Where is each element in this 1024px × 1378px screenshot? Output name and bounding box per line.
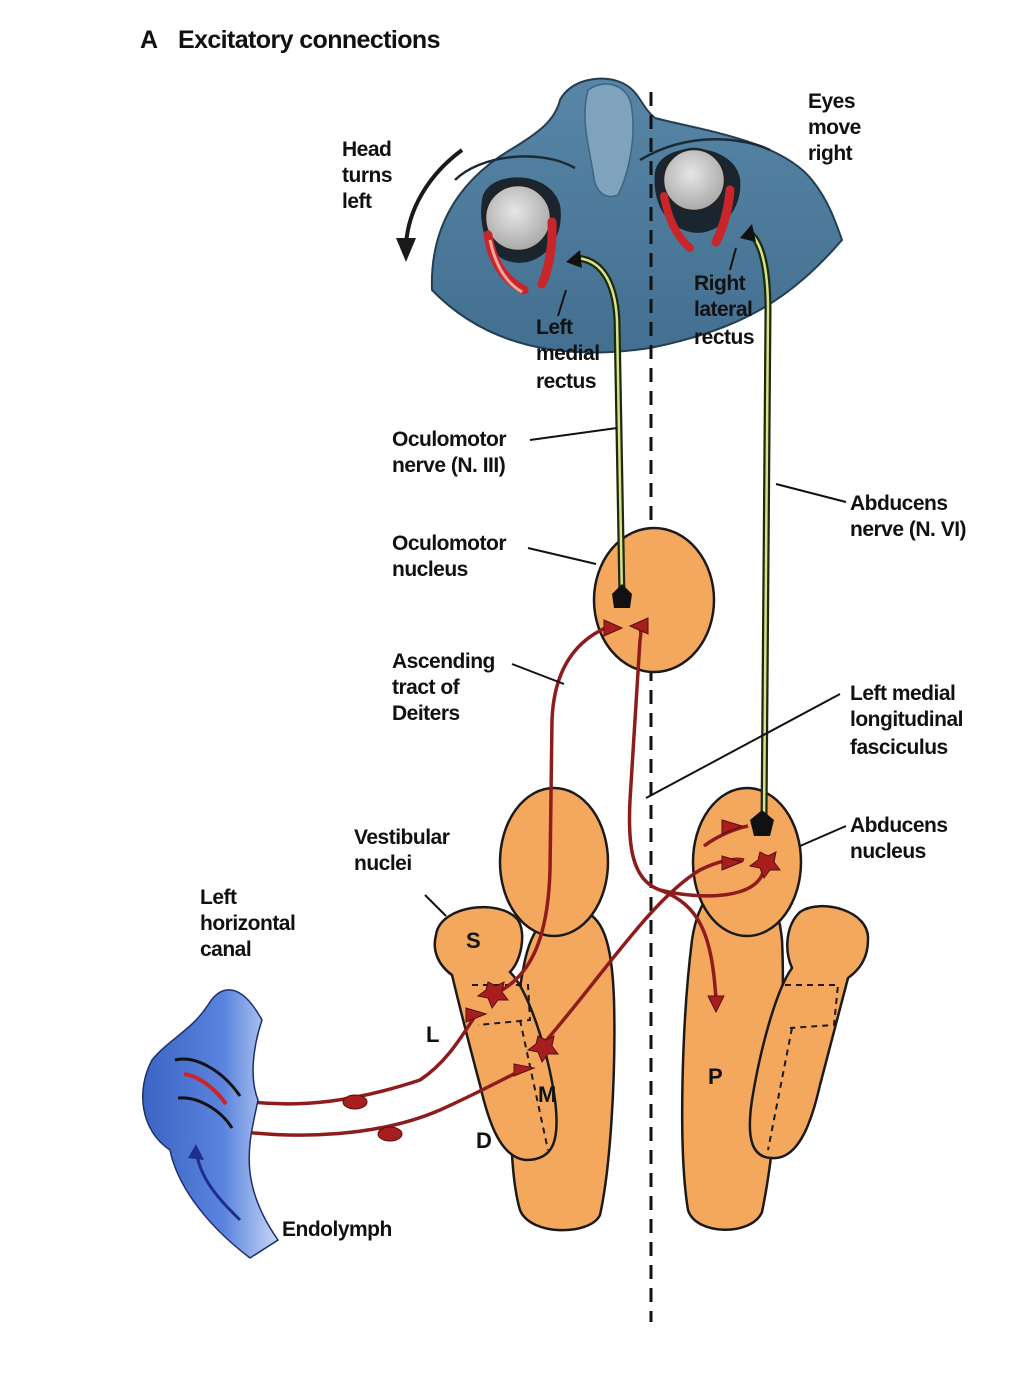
svg-text:horizontal: horizontal [200,912,295,935]
svg-text:tract of: tract of [392,676,461,699]
label-left-horizontal-canal: Left horizontal canal [200,886,296,961]
label-left-medial-rectus: Left medial rectus [536,316,600,393]
canal-afferent-lower [227,1066,527,1137]
svg-text:Right: Right [694,272,746,295]
nose-shape [584,83,634,198]
svg-text:canal: canal [200,938,251,961]
svg-text:right: right [808,142,853,165]
lateral-nucleus-neuron [476,981,509,1010]
label-nucleus-m: M [538,1082,556,1107]
medial-nucleus-neuron [526,1035,559,1064]
svg-text:Ascending: Ascending [392,650,495,673]
svg-text:nuclei: nuclei [354,852,412,875]
left-eye [481,177,561,295]
leader-lines [424,247,847,917]
right-medial-rectus-muscle [660,192,694,252]
label-endolymph: Endolymph [282,1218,392,1241]
label-nucleus-s: S [466,928,481,953]
label-oculomotor-nerve: Oculomotor nerve (N. III) [392,428,507,477]
svg-text:rectus: rectus [694,326,754,349]
abducens-nucleus-shape [691,786,803,938]
right-eye [654,147,741,252]
svg-text:nerve (N. VI): nerve (N. VI) [850,518,966,541]
figure-title: A Excitatory connections [140,26,440,54]
vestibular-pathways [227,622,766,1137]
right-brow [639,138,771,162]
svg-text:Head: Head [342,138,391,161]
svg-text:Left medial: Left medial [850,682,955,705]
label-oculomotor-nucleus: Oculomotor nucleus [392,532,507,581]
left-horizontal-canal [142,989,280,1259]
svg-text:Eyes: Eyes [808,90,855,113]
head-turn-arrow [396,148,464,262]
label-eyes-move-right: Eyes move right [808,90,861,165]
svg-text:Abducens: Abducens [850,814,948,837]
svg-text:lateral: lateral [694,298,752,321]
ganglion-cell-upper [342,1094,368,1110]
svg-text:nucleus: nucleus [850,840,926,863]
label-nucleus-p: P [708,1064,723,1089]
svg-text:nerve (N. III): nerve (N. III) [392,454,505,477]
label-nucleus-d: D [476,1128,492,1153]
label-nucleus-l: L [426,1022,439,1047]
title-text: Excitatory connections [178,26,440,54]
svg-text:turns: turns [342,164,392,187]
abducens-motoneuron [750,810,774,836]
left-medial-rectus-muscle [537,217,557,289]
abducens-interneuron [748,851,781,880]
motor-nerves [566,224,774,836]
svg-text:Left: Left [536,316,573,339]
right-lateral-rectus-muscle [711,185,735,247]
left-brow [454,155,576,181]
svg-text:left: left [342,190,372,213]
ganglion-cell-lower [377,1126,403,1142]
label-ascending-tract: Ascending tract of Deiters [392,650,495,725]
svg-text:nucleus: nucleus [392,558,468,581]
svg-text:Deiters: Deiters [392,702,460,725]
head-face [430,77,844,354]
svg-text:move: move [808,116,861,139]
right-eyeball [661,147,727,213]
label-vestibular-nuclei: Vestibular nuclei [354,826,450,875]
vestibular-nuclei-complex [433,905,558,1162]
label-right-lateral-rectus: Right lateral rectus [694,272,755,349]
label-head-turns-left: Head turns left [342,138,393,213]
oculomotor-nucleus-shape [592,526,716,674]
ascending-tract-path [489,624,611,998]
svg-text:Oculomotor: Oculomotor [392,532,506,555]
left-eyeball [483,183,553,253]
svg-text:rectus: rectus [536,370,596,393]
mlf-path [627,622,766,898]
svg-text:fasciculus: fasciculus [850,736,948,759]
panel-letter: A [140,26,158,54]
svg-text:Vestibular: Vestibular [354,826,450,849]
svg-text:longitudinal: longitudinal [850,708,963,731]
label-abducens-nerve: Abducens nerve (N. VI) [850,492,967,541]
left-upper-nucleus [498,786,610,938]
oculomotor-motoneuron [612,584,632,608]
svg-text:medial: medial [536,342,600,365]
svg-text:Oculomotor: Oculomotor [392,428,506,451]
svg-text:Left: Left [200,886,237,909]
label-left-mlf: Left medial longitudinal fasciculus [850,682,963,759]
label-abducens-nucleus: Abducens nucleus [850,814,948,863]
svg-text:Abducens: Abducens [850,492,948,515]
canal-afferent-upper [235,1010,480,1106]
